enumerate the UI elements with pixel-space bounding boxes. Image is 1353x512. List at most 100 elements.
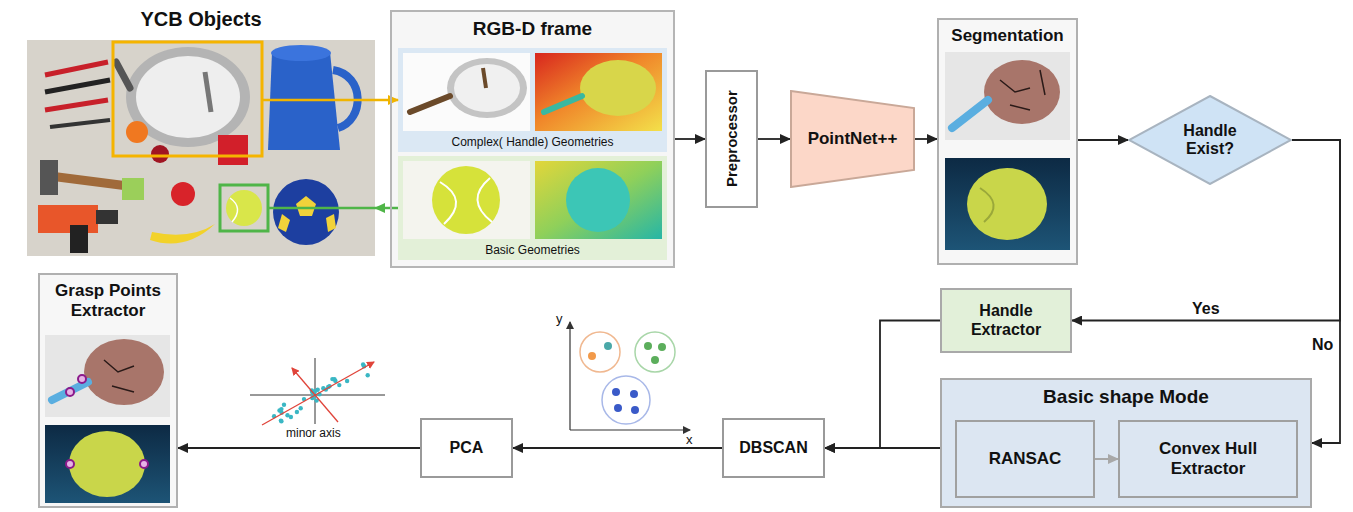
rgbd-panels-part [403, 161, 530, 239]
node-label: Segmentation [951, 26, 1063, 46]
segmentation-images-part [980, 188, 994, 222]
dbscan-plot-part [602, 376, 650, 424]
segmentation-images-part [984, 60, 1060, 124]
grasp-images-part [104, 360, 134, 392]
basic-shape-panel-fill-part [940, 378, 1312, 508]
rgbd-panels-part [447, 58, 527, 118]
node-label: PCA [450, 439, 484, 457]
dbscan-plot-part [569, 322, 570, 430]
ycb-photo-part [126, 47, 250, 147]
pca-scatter [250, 358, 385, 425]
pca-scatter-part [279, 419, 283, 423]
dbscan-plot-part [630, 390, 638, 398]
pca-scatter-part [279, 418, 283, 422]
ycb-photo-part [150, 224, 215, 244]
rgbd-panels-part [440, 182, 456, 224]
flow-arrow [1292, 140, 1340, 443]
grasp-images-part [38, 273, 178, 508]
sub-panel: Complex( Handle) Geometries [398, 48, 667, 152]
node-label: RANSAC [989, 449, 1062, 469]
ycb-photo-part [205, 72, 211, 112]
ycb-photo-part [38, 205, 98, 233]
rgbd-panels-part [544, 96, 582, 112]
rgbd-panels-part [535, 53, 662, 131]
ycb-photo-part [70, 225, 88, 253]
decision-diamond: Handle Exist? [1128, 95, 1292, 185]
pca-scatter-part [279, 407, 283, 411]
ycb-photo-part [262, 99, 375, 102]
rgbd-panels-part [398, 156, 667, 260]
ycb-photo [27, 40, 375, 256]
pca-scatter-part [282, 403, 286, 407]
ycb-photo-part [226, 190, 262, 226]
ycb-photo-part [326, 214, 336, 232]
node-label: DBSCAN [739, 439, 807, 457]
grasp-images-part [66, 388, 74, 396]
segmentation-images-part [967, 168, 1047, 240]
dbscan-plot-part [644, 342, 652, 350]
ycb-photo-part [40, 160, 58, 195]
dbscan-plot-part [604, 342, 612, 350]
dbscan-plot-part [651, 356, 659, 364]
ycb-photo-part [116, 62, 130, 88]
ycb-photo-part [271, 45, 331, 61]
ycb-photo-part [45, 62, 108, 75]
result-panel: Grasp Points Extractor [38, 273, 178, 508]
ycb-photo-part [296, 196, 316, 216]
grasp-images-part [45, 335, 170, 417]
node-label: Basic shape Mode [1043, 386, 1209, 408]
node-label: PointNet++ [808, 129, 898, 149]
axis-label: x [686, 433, 693, 447]
node-label: RGB-D frame [473, 18, 592, 40]
process-box: PCA [420, 418, 513, 478]
edge-label: No [1310, 336, 1335, 354]
image-panel: YCB Objects [27, 6, 375, 256]
process-box: Handle Extractor [940, 288, 1072, 353]
rgbd-panels-part [535, 161, 662, 239]
dbscan-plot-part [580, 332, 620, 372]
axis-caption: minor axis [286, 427, 341, 440]
dbscan-plot [570, 322, 690, 430]
pca-scatter-part [262, 362, 374, 425]
shape-outline [791, 91, 914, 187]
ycb-photo-part [45, 100, 108, 110]
process-box: Convex Hull Extractor [1118, 420, 1298, 498]
flow-arrow [1095, 458, 1118, 460]
dbscan-plot-part [658, 343, 666, 351]
dbscan-plot-part [614, 404, 622, 412]
pca-scatter-part [299, 406, 303, 410]
rgbd-panels-part [566, 168, 630, 232]
ycb-photo-part [27, 40, 375, 256]
mode-panel: Basic shape ModeRANSAC Convex Hull Extrac… [940, 378, 1312, 508]
ycb-photo-part [230, 198, 238, 222]
ycb-photo-part [136, 56, 240, 138]
frame-panel: RGB-D frameComplex( Handle) GeometriesBa… [390, 10, 675, 268]
grasp-images-part [45, 425, 170, 503]
dbscan-plot-part [631, 406, 639, 414]
rgbd-panels-part [403, 53, 530, 131]
basic-shape-panel-fill [940, 378, 1312, 508]
grasp-images-part [140, 460, 148, 468]
dbscan-plot-part [570, 429, 690, 430]
shape-outline [1129, 96, 1291, 184]
flow-arrow [1078, 139, 1128, 141]
flow-arrow [758, 138, 790, 140]
rgbd-panels-part [483, 68, 486, 88]
process-box: DBSCAN [722, 418, 825, 478]
ycb-photo-part [45, 80, 110, 92]
process-box: Preprocessor [705, 70, 758, 208]
dbscan-plot-part [612, 388, 620, 396]
ycb-photo-part [113, 42, 262, 156]
pca-scatter-part [366, 373, 370, 377]
result-panel: Segmentation [937, 18, 1078, 265]
node-label: YCB Objects [140, 8, 261, 31]
flow-arrow [675, 138, 705, 140]
rgbd-panels-part [477, 178, 492, 222]
rgbd-panels-part [390, 10, 675, 268]
node-label: Convex Hull Extractor [1148, 439, 1268, 478]
node-label: Grasp Points Extractor [40, 281, 176, 320]
rgbd-panels-part [580, 60, 656, 116]
grasp-images-part [52, 382, 88, 400]
process-box: RANSAC [955, 420, 1095, 498]
rgbd-panels-part [410, 96, 450, 112]
